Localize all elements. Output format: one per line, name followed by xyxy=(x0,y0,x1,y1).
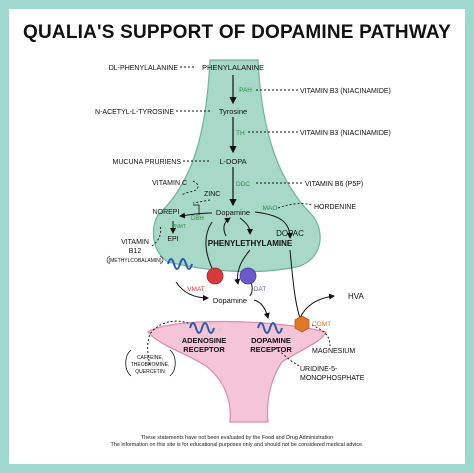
connector-vitc xyxy=(181,180,199,196)
autoreceptor-coil xyxy=(167,258,193,270)
vit-b6-label: VITAMIN B6 (P5P) xyxy=(305,181,363,188)
caffeine-bracket xyxy=(125,349,176,377)
phenylalanine-label: PHENYLALANINE xyxy=(202,63,264,72)
adenosine-receptor-coil xyxy=(189,322,215,334)
dopamine-receptor-label-1: DOPAMINE xyxy=(251,336,291,345)
adenosine-receptor-label-2: RECEPTOR xyxy=(183,345,225,354)
tyrosine-label: Tyrosine xyxy=(219,107,247,116)
arrow-dopamine-pea xyxy=(239,217,253,235)
vit-b12-label-2: B12 xyxy=(129,248,142,255)
disclaimer-line-2: The information on this site is for educ… xyxy=(110,442,364,448)
hordenine-label: HORDENINE xyxy=(314,204,356,211)
dopamine-outer-label: Dopamine xyxy=(213,296,247,305)
b12-bracket xyxy=(106,255,164,265)
vit-b3-label-2: VITAMIN B3 (NIACINAMIDE) xyxy=(300,130,391,137)
arrow-pea-release xyxy=(234,249,251,285)
dbh-bracket xyxy=(193,204,200,215)
adenosine-receptor-label-1: ADENOSINE xyxy=(182,336,227,345)
magnesium-label: MAGNESIUM xyxy=(312,348,355,355)
connector-uridine xyxy=(274,347,301,367)
vit-b12-label: VITAMIN xyxy=(121,239,149,246)
dopamine-inner-label: Dopamine xyxy=(216,208,250,217)
uridine-label-2: MONOPHOSPHATE xyxy=(300,375,365,382)
phenylethylamine-label: PHENYLETHYLAMINE xyxy=(208,239,293,248)
dbh-label: DBH xyxy=(191,216,204,222)
caffeine-label-3: QUERCETIN xyxy=(135,369,165,375)
connector-b12 xyxy=(151,225,162,247)
pah-label: PAH xyxy=(239,87,252,94)
dopac-label: DOPAC xyxy=(276,229,304,238)
arrow-pea-dopamine xyxy=(223,217,231,237)
connector-zinc xyxy=(192,199,211,204)
dat-transporter xyxy=(239,267,257,285)
dopamine-receptor-coil xyxy=(257,322,283,334)
arrow-dopamine-dopac xyxy=(254,211,293,239)
arrow-dopamine-norepi xyxy=(179,212,213,219)
caffeine-label-2: THEOBROMINE, xyxy=(131,362,170,368)
caffeine-label-1: CAFFEINE, xyxy=(137,355,163,361)
epi-label: EPI xyxy=(167,236,178,243)
disclaimer-footer: These statements have not been evaluated… xyxy=(0,435,474,449)
comt-enzyme-shape xyxy=(294,315,310,333)
vmat-transporter xyxy=(206,267,224,285)
pnmt-label: PNMT xyxy=(172,224,186,230)
dopamine-pathway-diagram: PHENYLALANINE Tyrosine L-DOPA Dopamine P… xyxy=(95,59,391,423)
zinc-label: ZINC xyxy=(204,191,220,198)
arrow-dopamine-receptor xyxy=(253,299,270,319)
vit-b3-label-1: VITAMIN B3 (NIACINAMIDE) xyxy=(300,88,391,95)
dat-label: DAT xyxy=(254,286,267,293)
dopamine-receptor-label-2: RECEPTOR xyxy=(250,345,292,354)
dl-phenylalanine-label: DL-PHENYLALANINE xyxy=(109,65,179,72)
th-label: TH xyxy=(236,130,245,137)
ddc-label: DDC xyxy=(236,181,250,188)
postsynaptic-neuron xyxy=(147,320,327,423)
comt-label: COMT xyxy=(312,321,331,328)
vmat-label: VMAT xyxy=(187,286,205,293)
uridine-label-1: URIDINE-5- xyxy=(300,366,338,373)
ldopa-label: L-DOPA xyxy=(219,157,246,166)
n-acetyl-tyrosine-label: N-ACETYL-L-TYROSINE xyxy=(95,109,174,116)
arrow-release-dopamine xyxy=(175,281,209,301)
vitamin-c-label: VITAMIN C xyxy=(152,180,187,187)
mao-label: MAO xyxy=(263,205,278,212)
disclaimer-line-1: These statements have not been evaluated… xyxy=(140,435,334,441)
norepi-label: NOREPI xyxy=(153,209,180,216)
connector-hordenine xyxy=(277,203,313,209)
hva-label: HVA xyxy=(348,292,365,301)
methylcobalamin-label: (METHYLCOBALAMIN) xyxy=(108,258,161,264)
connector-caffeine xyxy=(147,320,193,367)
mucuna-label: MUCUNA PRURIENS xyxy=(113,159,182,166)
page-title: QUALIA'S SUPPORT OF DOPAMINE PATHWAY xyxy=(23,22,451,43)
